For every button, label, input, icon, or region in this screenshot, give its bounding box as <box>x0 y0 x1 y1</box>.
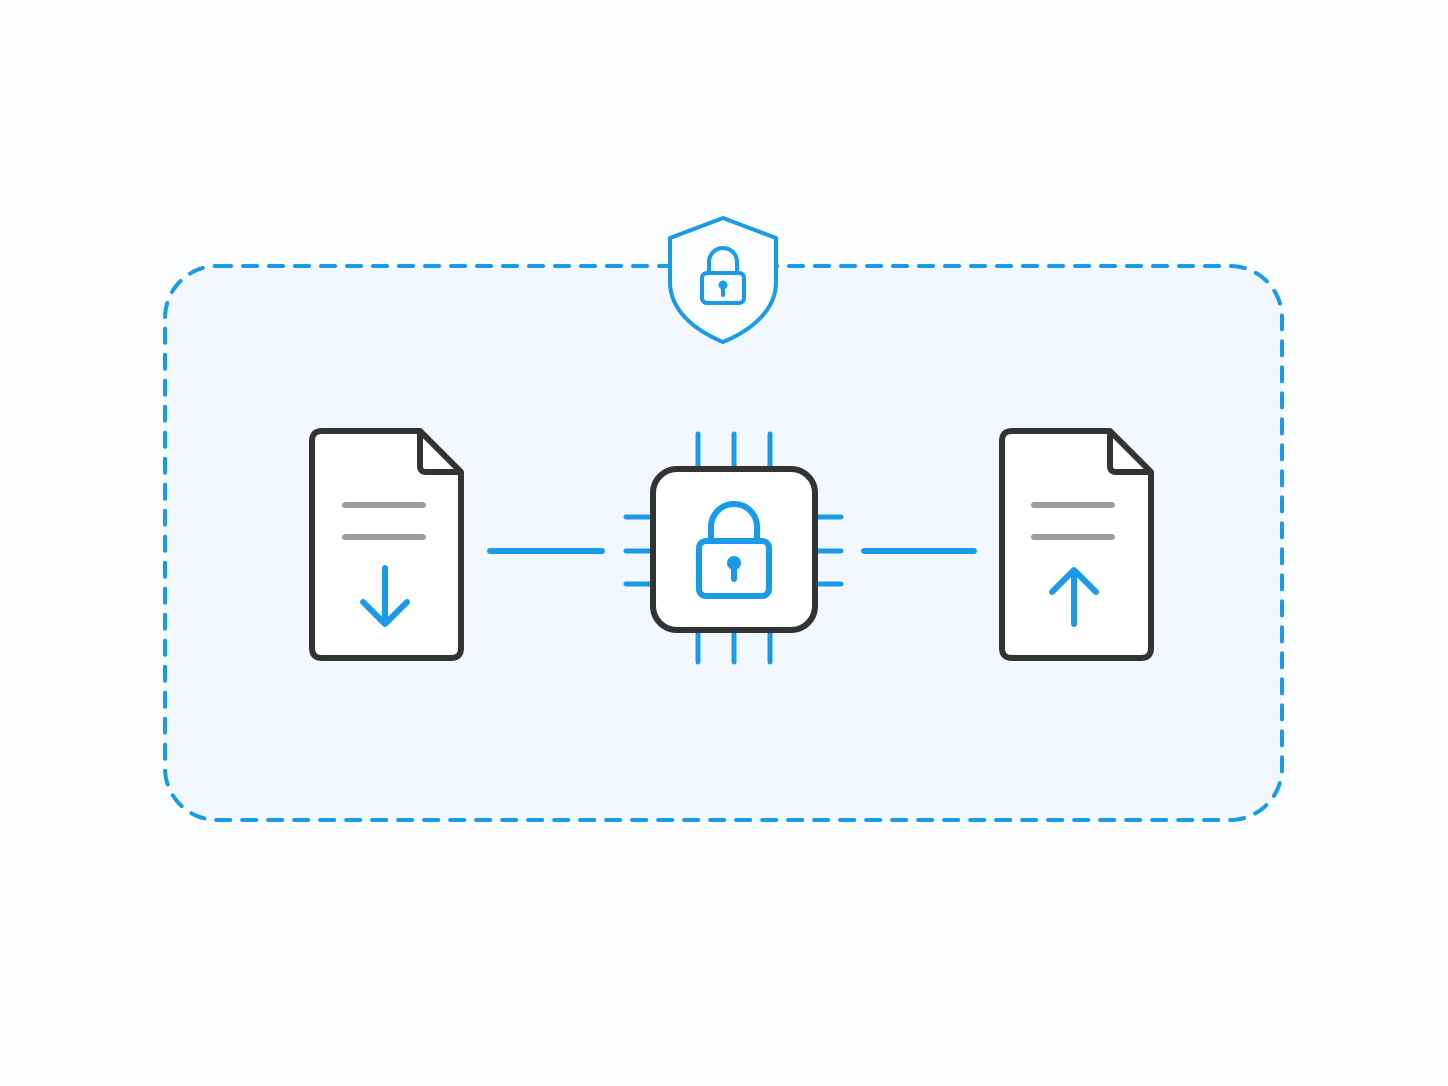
chip-lock-icon <box>623 431 844 665</box>
chip-pins <box>623 431 844 665</box>
document-download-icon <box>309 428 464 661</box>
document-upload-icon <box>999 428 1154 661</box>
shield-lock-icon <box>668 216 778 344</box>
